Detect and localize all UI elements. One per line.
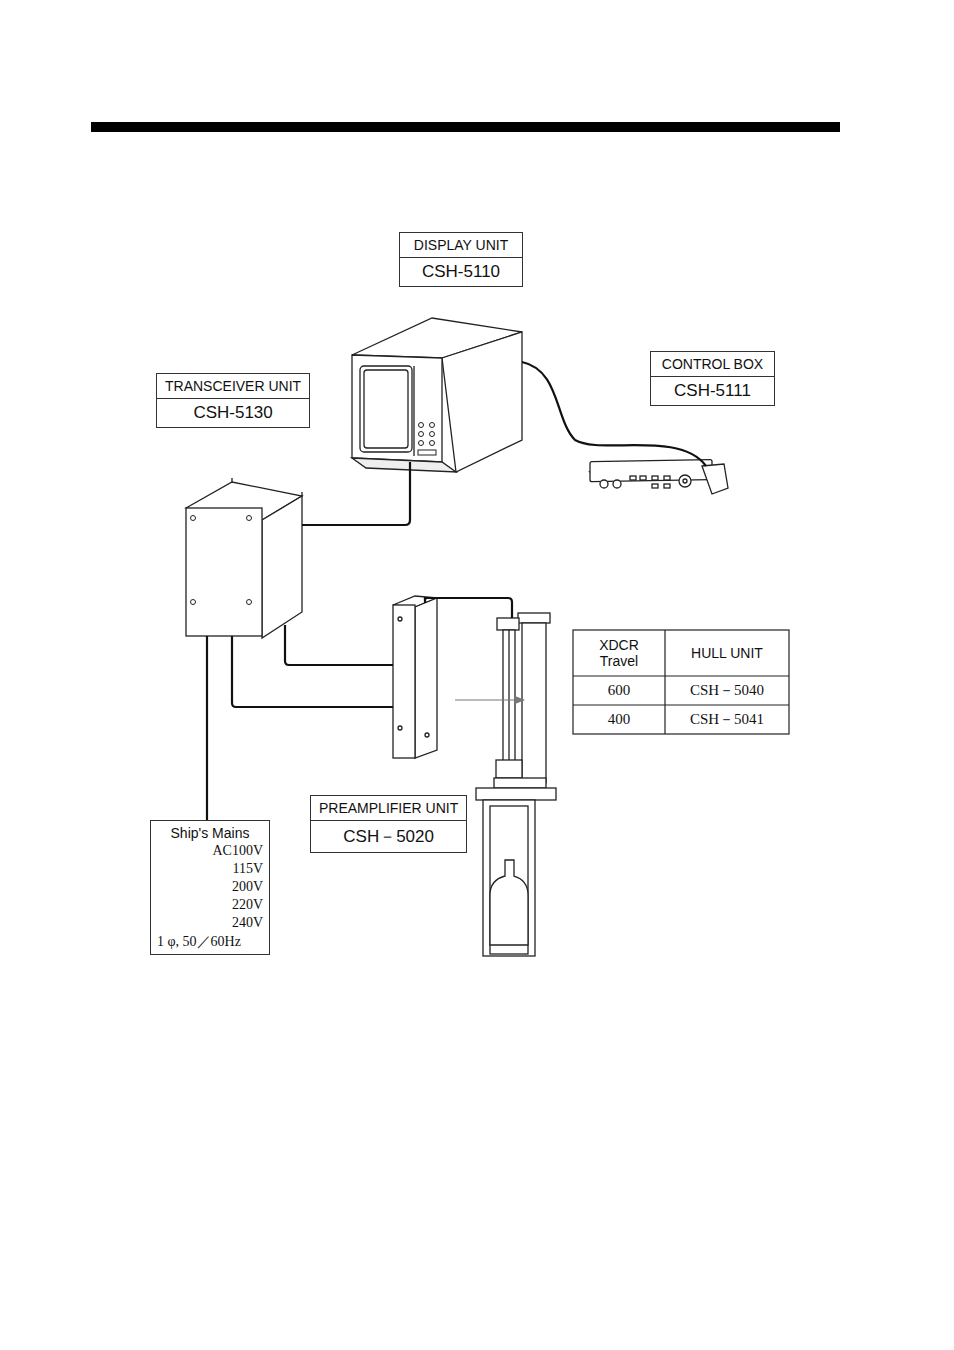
table-cell: CSH－5040 (668, 682, 786, 699)
model-number: CSH-5111 (651, 376, 774, 405)
unit-label-box: CONTROL BOXCSH-5111 (650, 351, 775, 406)
table-cell: 400 (576, 711, 662, 728)
model-number: CSH-5110 (400, 257, 522, 286)
unit-label-box: PREAMPLIFIER UNITCSH－5020 (310, 795, 467, 853)
hull-table (573, 630, 789, 734)
table-cell: 600 (576, 682, 662, 699)
display-monitor (352, 318, 522, 472)
table-cell: CSH－5041 (668, 711, 786, 728)
preamplifier-box (393, 596, 437, 758)
header-bar (91, 122, 840, 132)
cable (207, 362, 706, 822)
transceiver-box (186, 478, 302, 638)
unit-label-box: TRANSCEIVER UNITCSH-5130 (156, 373, 310, 428)
unit-name: Ship's Mains (151, 821, 269, 842)
control-box-device (590, 460, 728, 494)
pointer-arrow (455, 700, 524, 701)
model-number: CSH-5130 (157, 398, 309, 427)
unit-name: TRANSCEIVER UNIT (157, 374, 309, 398)
model-number: 200V (151, 878, 269, 896)
model-number: CSH－5020 (311, 820, 466, 852)
model-number: 240V (151, 914, 269, 932)
model-number: 220V (151, 896, 269, 914)
model-number: 1 φ, 50／60Hz (151, 932, 269, 954)
table-header: HULL UNIT (668, 645, 786, 661)
unit-name: PREAMPLIFIER UNIT (311, 796, 466, 820)
power-box: Ship's MainsAC100V115V200V220V240V1 φ, 5… (150, 820, 270, 955)
unit-label-box: DISPLAY UNITCSH-5110 (399, 232, 523, 287)
model-number: 115V (151, 860, 269, 878)
unit-name: DISPLAY UNIT (400, 233, 522, 257)
table-header: XDCR Travel (579, 637, 659, 669)
model-number: AC100V (151, 842, 269, 860)
hull-unit (476, 613, 556, 956)
unit-name: CONTROL BOX (651, 352, 774, 376)
